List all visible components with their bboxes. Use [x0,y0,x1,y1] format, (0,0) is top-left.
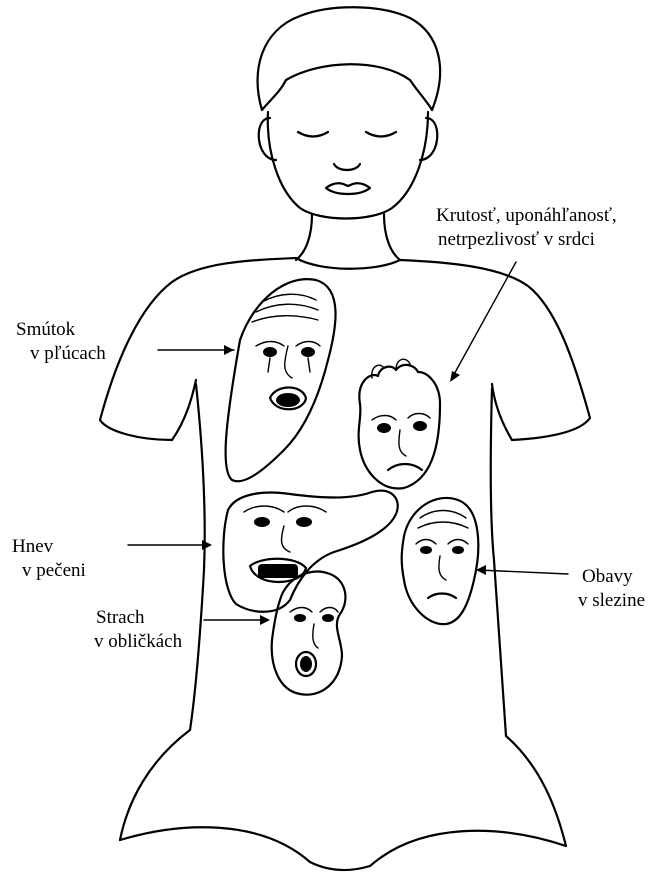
label-lungs-line1: Smútok [16,318,106,342]
mouth [326,183,370,194]
label-spleen-line1: Obavy [578,565,645,589]
heart-mask [359,359,440,488]
collar [296,258,400,269]
neck [296,214,400,260]
pointer-lungs [158,345,234,355]
hair [258,7,441,110]
kidney-mask [272,572,346,695]
head-outline [268,112,428,219]
label-liver: Hnev v pečeni [12,535,86,583]
right-eye [366,132,396,137]
label-kidneys-line2: v obličkách [84,630,182,654]
shirt-side-right [491,388,506,736]
spleen-mask [402,498,479,624]
shirt-side-left [190,384,205,730]
legs-join [310,862,370,870]
label-kidneys-line1: Strach [84,606,182,630]
label-liver-line1: Hnev [12,535,86,559]
liver-mask [223,491,397,612]
shirt-outline [100,258,590,440]
right-sleeve-edge [492,384,512,440]
left-eye [298,132,328,137]
nose [334,164,360,170]
pointer-spleen [476,565,568,575]
label-heart: Krutosť, uponáhľanosť, netrpezlivosť v s… [436,204,617,252]
label-spleen-line2: v slezine [578,589,645,613]
left-sleeve-edge [172,380,196,440]
pointer-kidneys [204,615,270,625]
label-lungs-line2: v pľúcach [16,342,106,366]
label-liver-line2: v pečeni [12,559,86,583]
pointer-liver [128,540,212,550]
label-spleen: Obavy v slezine [578,565,645,613]
lower-curves [120,827,566,866]
label-heart-line2: netrpezlivosť v srdci [436,228,617,252]
label-kidneys: Strach v obličkách [84,606,182,654]
label-lungs: Smútok v pľúcach [16,318,106,366]
label-heart-line1: Krutosť, uponáhľanosť, [436,204,617,228]
lungs-mask [226,279,336,481]
pointer-heart [450,262,516,382]
